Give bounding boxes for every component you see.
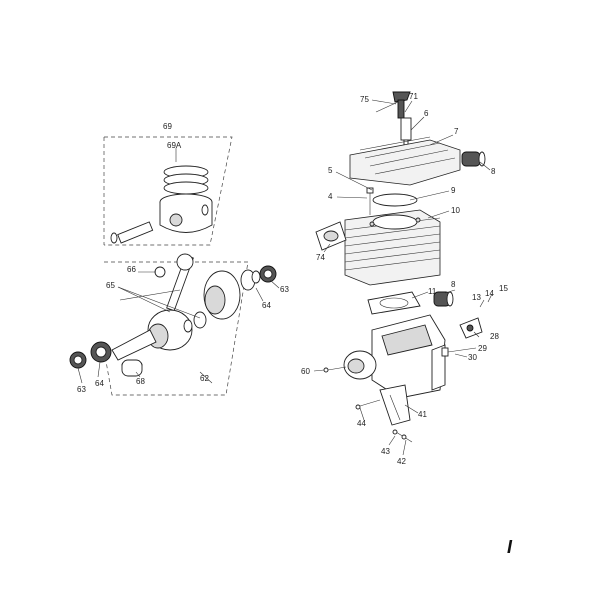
label-62: 62 bbox=[200, 374, 209, 383]
label-43: 43 bbox=[381, 447, 390, 456]
label-64-right: 64 bbox=[262, 301, 271, 310]
part-number-labels: 75 71 6 7 8 5 4 9 10 74 8 11 13 14 15 28… bbox=[77, 92, 513, 557]
fuel-valve bbox=[459, 317, 483, 339]
label-8-top: 8 bbox=[491, 167, 496, 176]
label-4: 4 bbox=[328, 192, 333, 201]
intake-bushing bbox=[433, 291, 454, 307]
label-7: 7 bbox=[454, 127, 459, 136]
label-64-left: 64 bbox=[95, 379, 104, 388]
cylinder-gasket-ring bbox=[372, 193, 418, 207]
exhaust-flange bbox=[315, 221, 347, 251]
leader-lines bbox=[77, 99, 491, 456]
spark-plug-and-cap bbox=[375, 91, 412, 149]
label-74: 74 bbox=[316, 253, 325, 262]
label-69A: 69A bbox=[167, 141, 182, 150]
piston-assembly bbox=[110, 165, 213, 244]
small-screws bbox=[323, 293, 493, 443]
label-11: 11 bbox=[428, 287, 437, 296]
label-9: 9 bbox=[451, 186, 456, 195]
page-marker: I bbox=[507, 537, 513, 557]
label-14: 14 bbox=[485, 289, 494, 298]
label-63-left: 63 bbox=[77, 385, 86, 394]
crankcase-support-arm bbox=[379, 384, 411, 426]
label-30: 30 bbox=[468, 353, 477, 362]
label-44: 44 bbox=[357, 419, 366, 428]
label-42: 42 bbox=[397, 457, 406, 466]
label-65: 65 bbox=[106, 281, 115, 290]
label-69: 69 bbox=[163, 122, 172, 131]
label-66: 66 bbox=[127, 265, 136, 274]
label-63-right: 63 bbox=[280, 285, 289, 294]
crankcase bbox=[343, 314, 446, 399]
label-5: 5 bbox=[328, 166, 333, 175]
label-41: 41 bbox=[418, 410, 427, 419]
crankshaft-group-frame bbox=[103, 261, 249, 396]
label-28: 28 bbox=[490, 332, 499, 341]
head-bolts bbox=[366, 187, 374, 215]
label-13: 13 bbox=[472, 293, 481, 302]
label-68: 68 bbox=[136, 377, 145, 386]
label-8-mid: 8 bbox=[451, 280, 456, 289]
piston-group-frame bbox=[103, 136, 233, 246]
crankshaft-assembly bbox=[69, 253, 277, 377]
label-71: 71 bbox=[409, 92, 418, 101]
label-6: 6 bbox=[424, 109, 429, 118]
label-75: 75 bbox=[360, 95, 369, 104]
cylinder-block bbox=[344, 209, 441, 286]
label-29: 29 bbox=[478, 344, 487, 353]
label-15: 15 bbox=[499, 284, 508, 293]
label-10: 10 bbox=[451, 206, 460, 215]
cylinder-cover-shroud bbox=[349, 136, 486, 186]
base-gasket bbox=[367, 291, 421, 315]
label-60: 60 bbox=[301, 367, 310, 376]
